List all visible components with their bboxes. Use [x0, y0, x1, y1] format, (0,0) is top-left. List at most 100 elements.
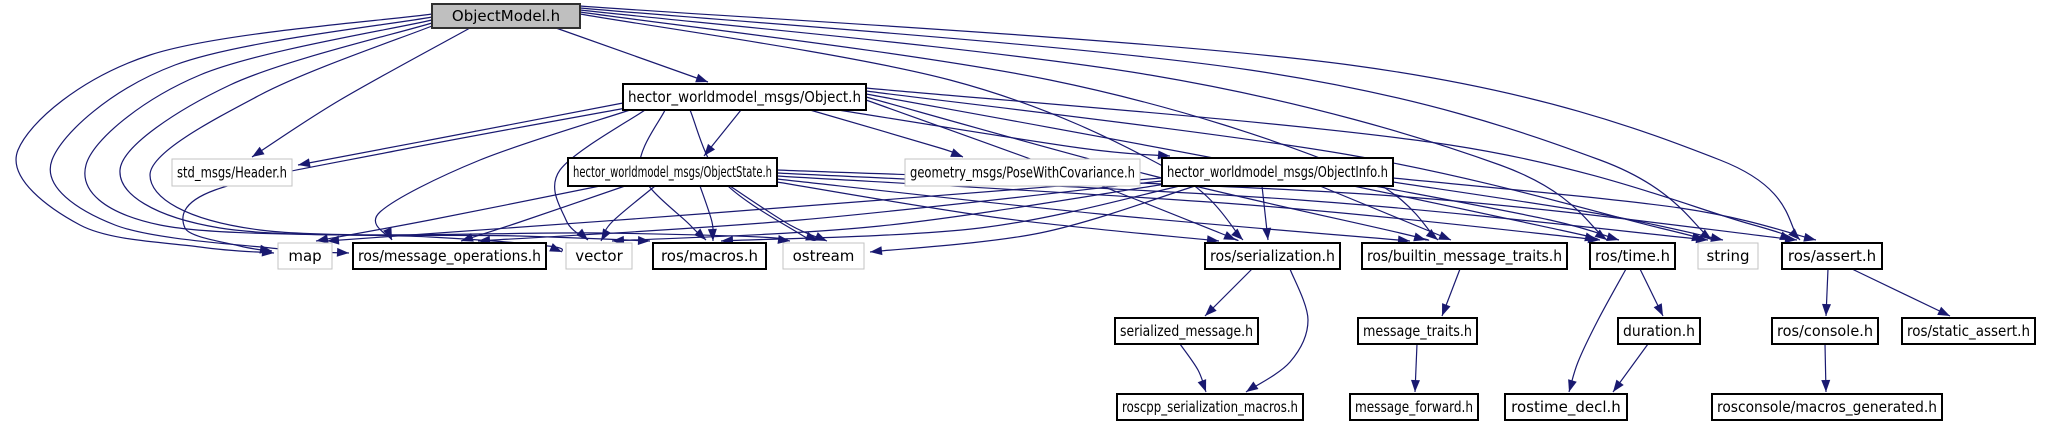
arrowhead-objectmodel-to-serialization: [1231, 228, 1243, 240]
node-box-map: [277, 242, 333, 270]
node-box-objectmodel: [431, 3, 581, 29]
node-msgtraits[interactable]: message_traits.h: [1357, 317, 1478, 345]
edge-objectmodel-to-msgops: [49, 16, 433, 254]
node-duration[interactable]: duration.h: [1617, 317, 1701, 345]
arrowhead-objectinfo-to-string: [1710, 233, 1723, 242]
node-box-msgops[interactable]: [352, 242, 547, 270]
node-box-staticassert[interactable]: [1901, 317, 2036, 345]
node-object[interactable]: hector_worldmodel_msgs/Object.h: [622, 83, 867, 111]
node-builtintraits[interactable]: ros/builtin_message_traits.h: [1361, 242, 1568, 270]
node-serializedmsg[interactable]: serialized_message.h: [1114, 317, 1259, 345]
arrowhead-objectinfo-to-serialization: [1262, 227, 1272, 240]
arrowhead-objectstate-to-macros: [707, 228, 717, 241]
node-box-objectinfo[interactable]: [1161, 157, 1394, 187]
node-console[interactable]: ros/console.h: [1771, 317, 1879, 345]
arrowhead-serialization-to-roscppser: [1246, 381, 1259, 392]
node-box-objectstate[interactable]: [567, 157, 778, 187]
node-box-object[interactable]: [622, 83, 867, 111]
arrowhead-objectstate-to-serialization: [1206, 235, 1219, 245]
arrowhead-console-to-rosconsolemg: [1821, 379, 1831, 392]
node-rosconsolemg[interactable]: rosconsole/macros_generated.h: [1711, 393, 1943, 421]
edge-objectinfo-to-vector: [611, 183, 1167, 242]
edge-object-to-msgops: [374, 109, 631, 241]
arrowhead-objectinfo-to-assert: [1803, 232, 1816, 242]
node-box-roscppser[interactable]: [1116, 393, 1304, 421]
node-box-macros[interactable]: [652, 242, 767, 270]
edge-serialization-to-roscppser: [1245, 268, 1309, 393]
arrowhead-objectstate-to-string: [1695, 234, 1708, 244]
arrowhead-objectmodel-to-builtintraits: [1425, 229, 1438, 240]
edge-object-to-vector: [554, 109, 646, 241]
edge-objectmodel-to-string: [579, 7, 1713, 241]
node-box-header: [171, 158, 293, 187]
node-label-rosconsolemg: rosconsole/macros_generated.h: [1717, 398, 1937, 417]
node-assert[interactable]: ros/assert.h: [1781, 242, 1883, 270]
edge-objectinfo-to-time: [1374, 185, 1620, 241]
edge-objectmodel-to-macros: [119, 22, 651, 242]
edge-objectstate-to-serialization: [776, 181, 1220, 242]
node-label-string: string: [1706, 247, 1749, 265]
node-rostimedecl[interactable]: rostime_decl.h: [1504, 393, 1628, 421]
node-box-time[interactable]: [1589, 242, 1676, 270]
node-objectinfo[interactable]: hector_worldmodel_msgs/ObjectInfo.h: [1161, 157, 1394, 187]
node-posewithcov: geometry_msgs/PoseWithCovariance.h: [904, 158, 1141, 187]
arrowhead-assert-to-staticassert: [1937, 306, 1950, 316]
edge-objectinfo-to-builtintraits: [1319, 185, 1452, 241]
node-box-ostream: [782, 242, 865, 270]
node-label-header: std_msgs/Header.h: [177, 164, 287, 183]
edge-objectinfo-to-ostream: [869, 185, 1196, 253]
node-msgforward[interactable]: message_forward.h: [1349, 393, 1479, 421]
node-msgops[interactable]: ros/message_operations.h: [352, 242, 547, 270]
arrowhead-serialization-to-serializedmsg: [1205, 304, 1217, 316]
node-label-serializedmsg: serialized_message.h: [1120, 322, 1253, 341]
arrowhead-objectinfo-to-time: [1606, 232, 1619, 241]
node-box-assert[interactable]: [1781, 242, 1883, 270]
edge-objectmodel-to-object: [555, 27, 709, 83]
node-box-serialization[interactable]: [1204, 242, 1341, 270]
edge-object-to-posewithcov: [809, 109, 964, 158]
node-box-duration[interactable]: [1617, 317, 1701, 345]
node-label-roscppser: roscpp_serialization_macros.h: [1122, 398, 1298, 417]
edge-objectmodel-to-vector: [84, 19, 563, 253]
node-box-msgforward[interactable]: [1349, 393, 1479, 421]
arrowhead-objectstate-to-ostream: [814, 232, 827, 241]
node-layer: ObjectModel.hhector_worldmodel_msgs/Obje…: [171, 3, 2036, 421]
arrowhead-object-to-header: [298, 158, 311, 168]
arrowhead-builtintraits-to-msgtraits: [1442, 303, 1451, 316]
node-box-console[interactable]: [1771, 317, 1879, 345]
edge-assert-to-staticassert: [1851, 268, 1951, 317]
node-string: string: [1697, 242, 1759, 270]
node-roscppser[interactable]: roscpp_serialization_macros.h: [1116, 393, 1304, 421]
node-objectstate[interactable]: hector_worldmodel_msgs/ObjectState.h: [567, 157, 778, 187]
node-time[interactable]: ros/time.h: [1589, 242, 1676, 270]
arrowhead-object-to-map: [259, 244, 272, 254]
arrowhead-object-to-objectinfo: [1157, 150, 1170, 160]
node-label-objectinfo: hector_worldmodel_msgs/ObjectInfo.h: [1167, 163, 1388, 182]
node-serialization[interactable]: ros/serialization.h: [1204, 242, 1341, 270]
node-label-msgtraits: message_traits.h: [1363, 322, 1472, 341]
node-label-time: ros/time.h: [1595, 247, 1670, 265]
arrowhead-msgtraits-to-msgforward: [1411, 379, 1420, 392]
arrowhead-objectstate-to-time: [1587, 234, 1600, 244]
arrowhead-assert-to-console: [1822, 303, 1832, 316]
edge-objectmodel-to-builtintraits: [579, 11, 1439, 241]
arrowhead-objectmodel-to-msgops: [336, 247, 349, 257]
arrowhead-object-to-vector: [576, 228, 588, 240]
node-box-builtintraits[interactable]: [1361, 242, 1568, 270]
edge-objectinfo-to-assert: [1392, 177, 1817, 241]
node-staticassert[interactable]: ros/static_assert.h: [1901, 317, 2036, 345]
arrowhead-serializedmsg-to-roscppser: [1197, 379, 1207, 392]
arrowhead-objectstate-to-assert: [1784, 234, 1797, 244]
edge-objectstate-to-map: [315, 185, 601, 242]
node-label-staticassert: ros/static_assert.h: [1907, 322, 2030, 341]
node-box-rosconsolemg[interactable]: [1711, 393, 1943, 421]
node-header: std_msgs/Header.h: [171, 158, 293, 187]
node-macros[interactable]: ros/macros.h: [652, 242, 767, 270]
node-box-rostimedecl[interactable]: [1504, 393, 1628, 421]
node-box-serializedmsg[interactable]: [1114, 317, 1259, 345]
node-label-macros: ros/macros.h: [661, 247, 758, 265]
node-box-vector: [565, 242, 633, 270]
node-box-msgtraits[interactable]: [1357, 317, 1478, 345]
edge-object-to-string: [865, 90, 1705, 241]
